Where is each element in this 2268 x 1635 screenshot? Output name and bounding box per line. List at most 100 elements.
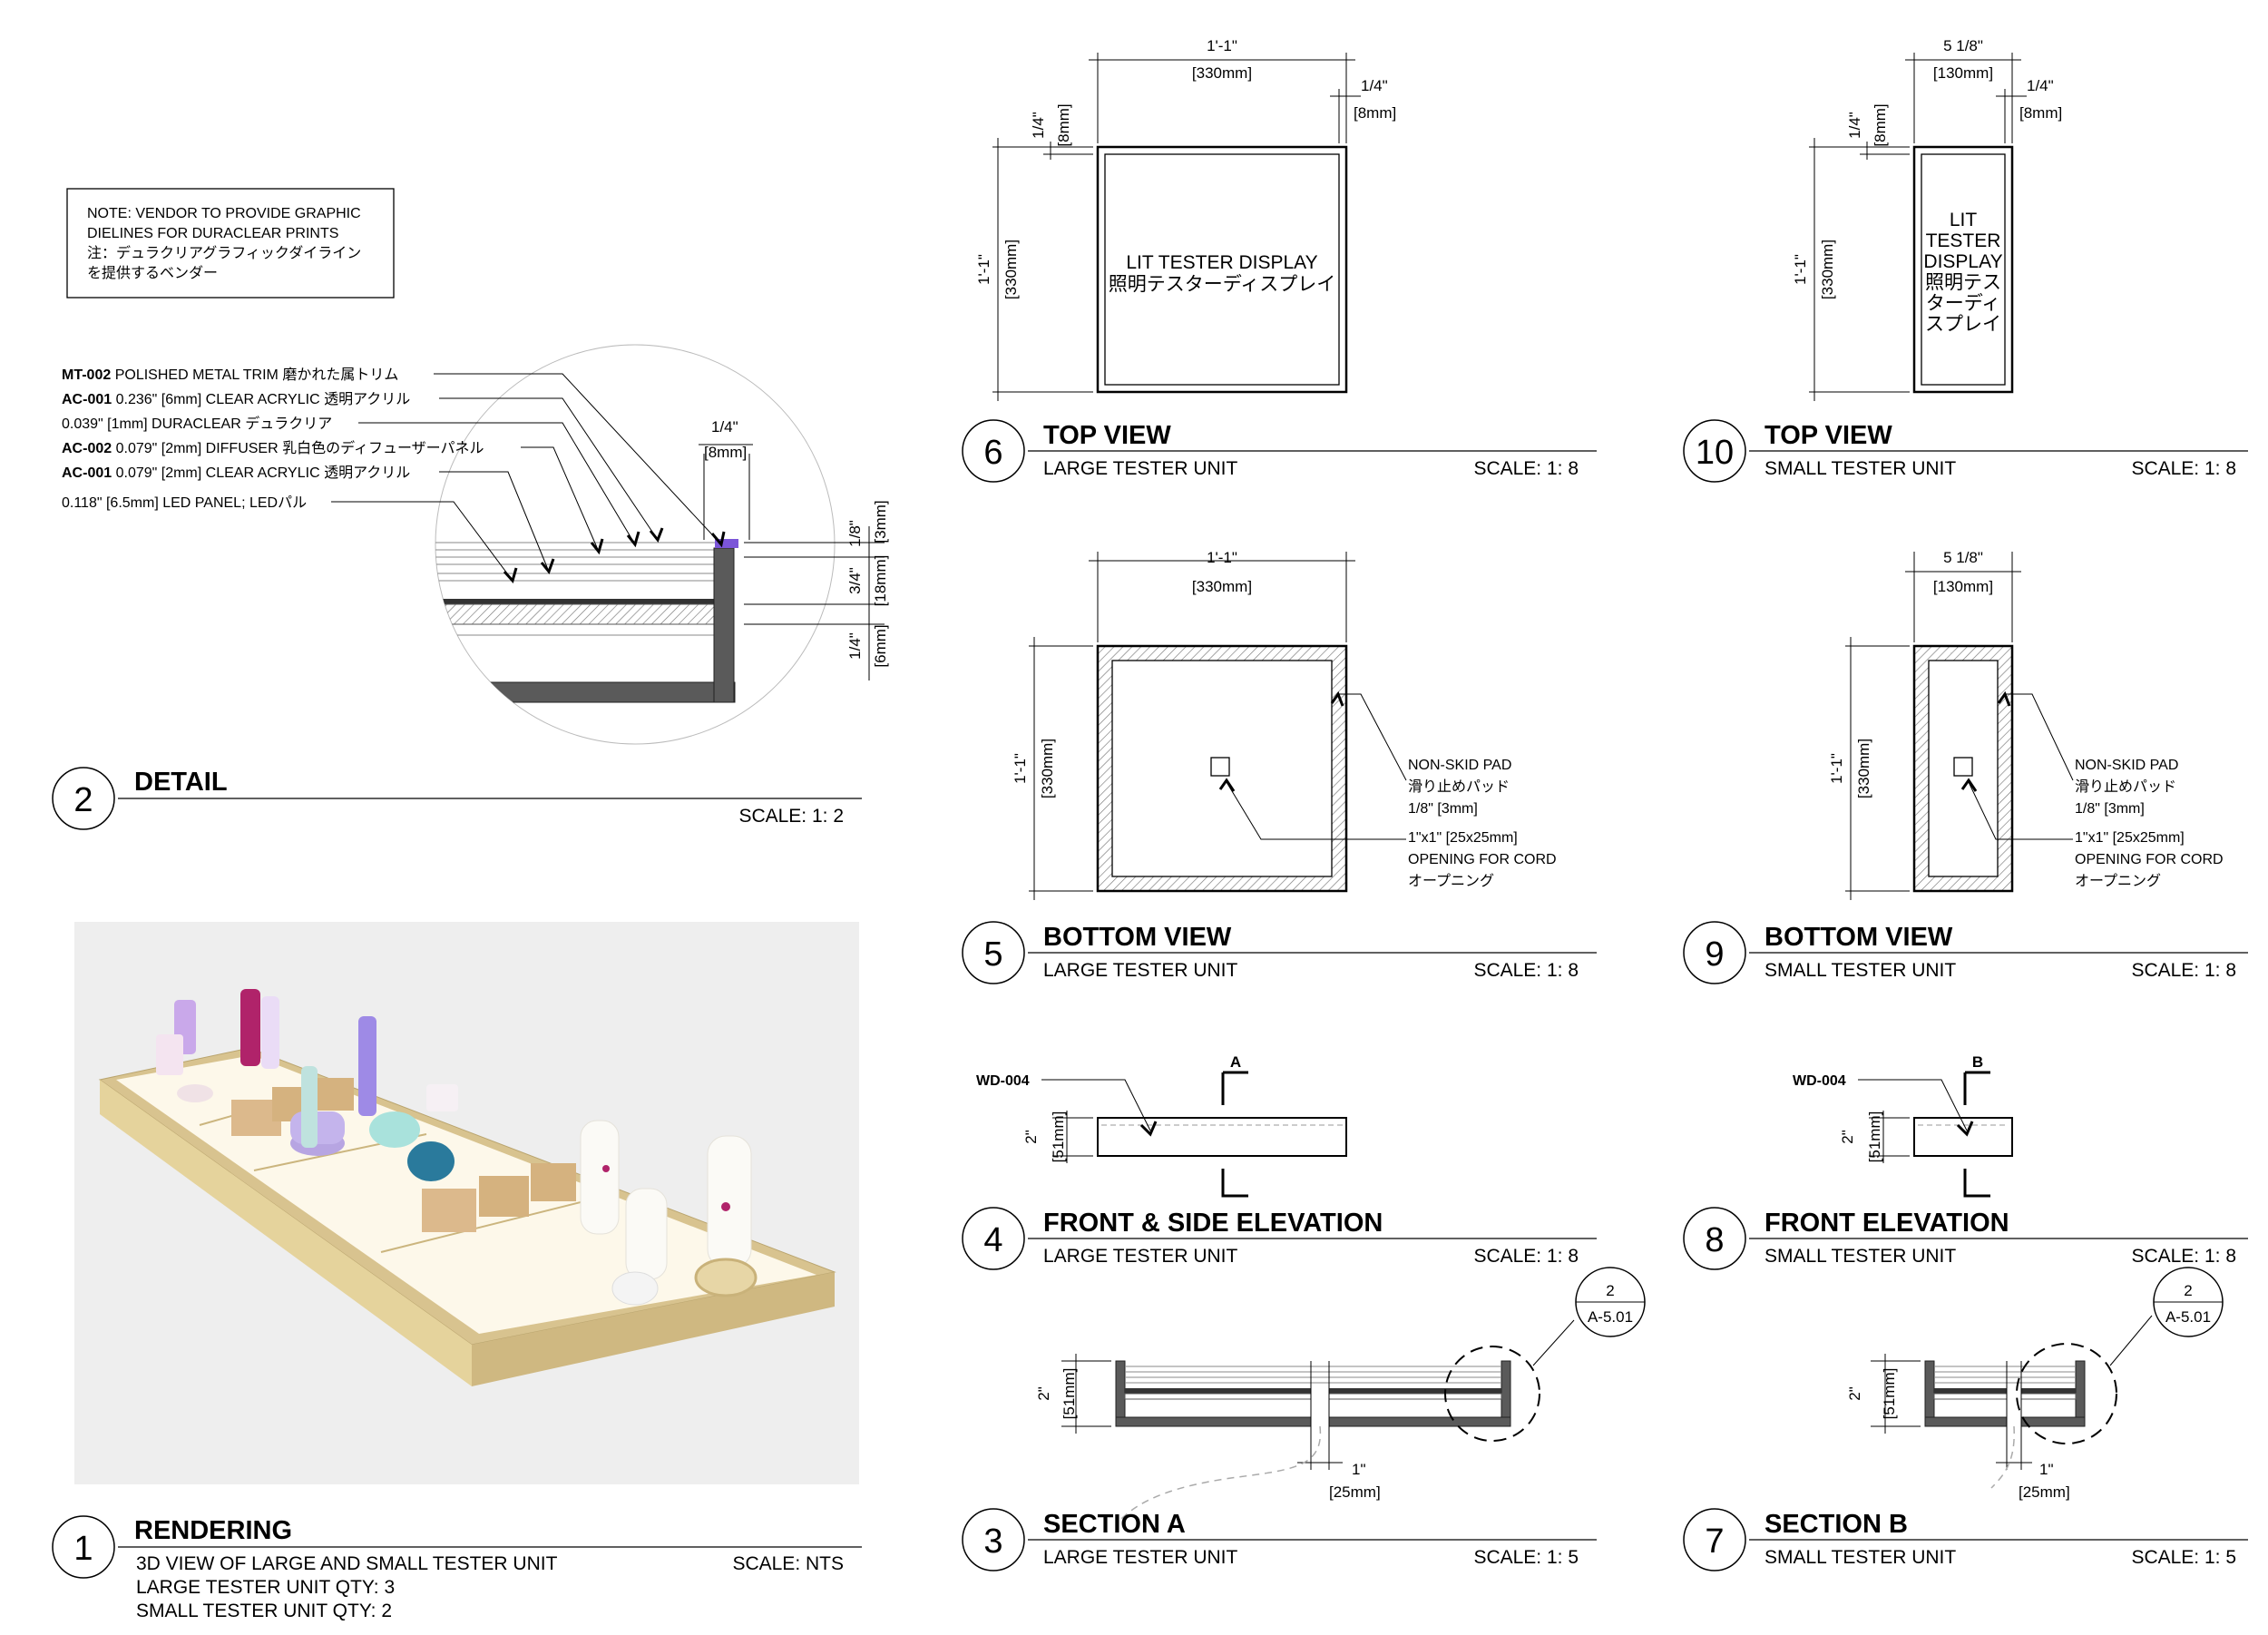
top-small-width-in: 5 1/8" [1943, 37, 1983, 54]
top-small-depth-mm: [330mm] [1819, 240, 1836, 299]
view4-number: 4 [983, 1221, 1002, 1259]
section-b-height-mm: [51mm] [1881, 1368, 1898, 1420]
section-b-small: 1" [25mm] 2 A-5.01 2" [51mm] 7 SECTION B… [1683, 1267, 2248, 1571]
trim-highlight [715, 539, 738, 548]
product-jar [369, 1111, 420, 1148]
bottom-large-width-mm: [330mm] [1192, 578, 1252, 595]
section-a-large: 1" [25mm] 2 A-5.01 2" [51mm] 3 SECTION A… [962, 1267, 1646, 1571]
top-small-side-border-in: 1/4" [1846, 112, 1863, 139]
pad-label-1: NON-SKID PAD [1408, 758, 1511, 773]
bottom-small-depth-in: 1'-1" [1828, 753, 1845, 784]
view5-subtitle: LARGE TESTER UNIT [1043, 960, 1237, 981]
detail-bubble [1444, 1346, 1540, 1442]
detail-callout-list: MT-002 POLISHED METAL TRIM 磨かれた属トリム AC-0… [62, 367, 484, 511]
view10-scale: SCALE: 1: 8 [2131, 458, 2236, 479]
elevation-large: A WD-004 2" [51mm] 4 FRONT & SIDE ELEVAT… [962, 1053, 1597, 1270]
callout-0: MT-002 POLISHED METAL TRIM 磨かれた属トリム [62, 367, 398, 383]
top-large-label-en: LIT TESTER DISPLAY [1126, 252, 1317, 273]
view9-title: BOTTOM VIEW [1765, 923, 1953, 952]
top-small-border-in: 1/4" [2027, 77, 2054, 94]
bottom-small-depth-mm: [330mm] [1855, 739, 1872, 798]
top-large-depth-in: 1'-1" [975, 254, 992, 285]
view7-number: 7 [1705, 1522, 1724, 1561]
detail-view: 1/4" [8mm] 1/8" [3mm] 3/4" [18mm] 1/4" [… [52, 344, 889, 830]
view8-number: 8 [1705, 1221, 1724, 1259]
view9-number: 9 [1705, 935, 1724, 974]
cord-label-1: 1"x1" [25x25mm] [2075, 830, 2185, 846]
view6-number: 6 [983, 434, 1002, 472]
detail-ref-num: 2 [1606, 1282, 1614, 1299]
cord-label-3: オープニング [1408, 873, 1494, 889]
pad-label-1: NON-SKID PAD [2075, 758, 2178, 773]
view3-scale: SCALE: 1: 5 [1473, 1547, 1579, 1568]
view8-subtitle: SMALL TESTER UNIT [1765, 1246, 1956, 1267]
detail-scale: SCALE: 1: 2 [738, 806, 844, 827]
note-line-3: 注：デュラクリアグラフィックダイライン [87, 244, 361, 261]
cut-marker-a: A [1230, 1053, 1241, 1071]
detail-dim-r2-mm: [18mm] [872, 555, 889, 607]
elev-small-height-in: 2" [1839, 1130, 1856, 1144]
rendering-view: 1 RENDERING 3D VIEW OF LARGE AND SMALL T… [52, 922, 862, 1621]
view9-scale: SCALE: 1: 8 [2131, 960, 2236, 981]
view3-number: 3 [983, 1522, 1002, 1561]
elevation-small: B WD-004 2" [51mm] 8 FRONT ELEVATION SMA… [1683, 1053, 2248, 1270]
product-box [422, 1189, 476, 1232]
material-tag: WD-004 [976, 1073, 1030, 1089]
view5-number: 5 [983, 935, 1002, 974]
pad-label-2: 滑り止めパッド [1408, 778, 1510, 795]
callout-4: AC-001 0.079" [2mm] CLEAR ACRYLIC 透明アクリル [62, 465, 410, 481]
detail-section-layers [435, 542, 736, 703]
section-a-height-in: 2" [1035, 1386, 1052, 1401]
view6-scale: SCALE: 1: 8 [1473, 458, 1579, 479]
view5-scale: SCALE: 1: 8 [1473, 960, 1579, 981]
detail-title: DETAIL [134, 768, 228, 797]
product-cylinder [580, 1120, 620, 1235]
section-a-opening-in: 1" [1352, 1461, 1366, 1478]
top-large-label-jp: 照明テスターディスプレイ [1109, 274, 1336, 295]
view4-scale: SCALE: 1: 8 [1473, 1246, 1579, 1267]
top-small-width-mm: [130mm] [1933, 64, 1993, 82]
section-a-height-mm: [51mm] [1061, 1368, 1078, 1420]
detail-dim-r3-mm: [6mm] [872, 624, 889, 667]
top-large-side-border-in: 1/4" [1030, 112, 1047, 139]
view4-subtitle: LARGE TESTER UNIT [1043, 1246, 1237, 1267]
view8-scale: SCALE: 1: 8 [2131, 1246, 2236, 1267]
cord-label-2: OPENING FOR CORD [1408, 852, 1557, 867]
detail-dim-r1-in: 1/8" [846, 520, 864, 547]
view3-title: SECTION A [1043, 1510, 1186, 1539]
detail-dim-top-mm: [8mm] [704, 444, 747, 461]
product-bottle [240, 989, 260, 1066]
rendering-qty-small: SMALL TESTER UNIT QTY: 2 [136, 1601, 392, 1621]
view6-title: TOP VIEW [1043, 421, 1171, 450]
top-small-label: ターディ [1926, 293, 2001, 314]
view9-subtitle: SMALL TESTER UNIT [1765, 960, 1956, 981]
top-small-label: TESTER [1926, 230, 2001, 251]
top-small-border-mm: [8mm] [2019, 104, 2062, 122]
callout-3: AC-002 0.079" [2mm] DIFFUSER 乳白色のディフューザー… [62, 439, 484, 456]
detail-dim-r2-in: 3/4" [846, 567, 864, 594]
bottom-small-width-in: 5 1/8" [1943, 549, 1983, 566]
callout-2: 0.039" [1mm] DURACLEAR デュラクリア [62, 415, 332, 432]
detail-ref-sheet: A-5.01 [2165, 1308, 2211, 1326]
detail-dim-r3-in: 1/4" [846, 632, 864, 660]
pad-label-2: 滑り止めパッド [2075, 778, 2176, 795]
view10-title: TOP VIEW [1765, 421, 1892, 450]
bottom-small-width-mm: [130mm] [1933, 578, 1993, 595]
view7-scale: SCALE: 1: 5 [2131, 1547, 2236, 1568]
rendering-qty-large: LARGE TESTER UNIT QTY: 3 [136, 1577, 395, 1598]
product-jar [407, 1141, 455, 1181]
bottom-large-width-in: 1'-1" [1207, 549, 1237, 566]
top-large-width-in: 1'-1" [1207, 37, 1237, 54]
top-small-label: 照明テス [1925, 272, 2001, 293]
section-a-opening-mm: [25mm] [1329, 1483, 1381, 1501]
top-small-label: LIT [1950, 210, 1978, 230]
bottom-large-depth-mm: [330mm] [1039, 739, 1056, 798]
view7-subtitle: SMALL TESTER UNIT [1765, 1547, 1956, 1568]
cord-label-2: OPENING FOR CORD [2075, 852, 2224, 867]
detail-number: 2 [73, 781, 93, 819]
section-b-opening-mm: [25mm] [2019, 1483, 2070, 1501]
callout-5: 0.118" [6.5mm] LED PANEL; LEDパル [62, 495, 307, 511]
view3-subtitle: LARGE TESTER UNIT [1043, 1547, 1237, 1568]
view6-subtitle: LARGE TESTER UNIT [1043, 458, 1237, 479]
view10-subtitle: SMALL TESTER UNIT [1765, 458, 1956, 479]
